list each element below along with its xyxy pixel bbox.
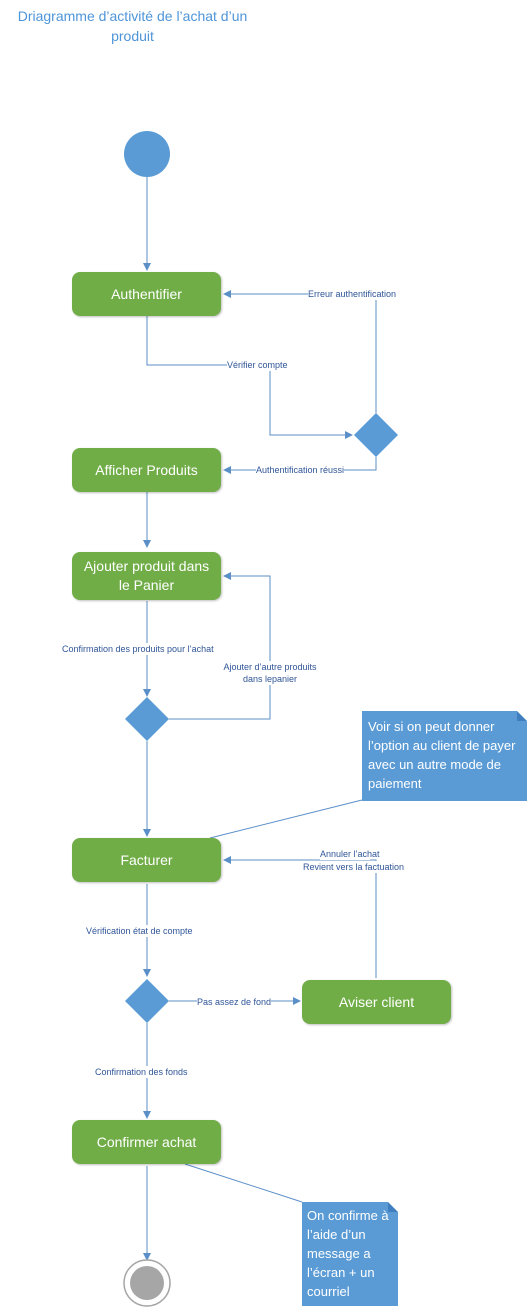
initial-node [124, 131, 170, 177]
note-confirmation: On confirme à l’aide d’un message a l’éc… [302, 1202, 398, 1306]
decision-fonds [125, 979, 169, 1023]
label-ajouter-autre-produits: Ajouter d’autre produits dans lepanier [215, 661, 325, 685]
note-connector-paiement [209, 799, 363, 839]
action-authentifier: Authentifier [72, 272, 221, 316]
edge-verifier-compte [146, 316, 353, 439]
final-node-core [130, 1266, 164, 1300]
label-confirmation-fonds: Confirmation des fonds [95, 1066, 188, 1078]
label-erreur-authentification: Erreur authentification [308, 288, 397, 300]
label-verification-etat: Vérification état de compte [86, 925, 193, 937]
decision-confirmation-produits [125, 697, 169, 741]
diagram-title: Driagramme d’activité de l’achat d’un pr… [17, 8, 248, 44]
action-confirmer-achat: Confirmer achat [72, 1120, 221, 1164]
note-connector-confirmation [184, 1163, 303, 1203]
label-revient-facturation: Revient vers la factuation [303, 861, 405, 873]
action-ajouter-produit: Ajouter produit dans le Panier [72, 552, 221, 600]
label-annuler-achat: Annuler l’achat [320, 848, 380, 860]
note-confirmation-text: On confirme à l’aide d’un message a l’éc… [307, 1208, 389, 1299]
edge-erreur-authentification [223, 290, 377, 413]
action-facturer: Facturer [72, 838, 221, 882]
edge-annuler-achat [223, 856, 377, 978]
decision-authentification [354, 413, 398, 457]
action-afficher-produits: Afficher Produits [72, 448, 221, 492]
note-fold-icon [388, 1202, 398, 1212]
action-aviser-client: Aviser client [302, 980, 451, 1024]
note-paiement: Voir si on peut donner l’option au clien… [362, 711, 527, 801]
label-confirmation-produits: Confirmation des produits pour l’achat [62, 643, 214, 655]
label-authentification-reussi: Authentification réussi [256, 464, 345, 476]
label-pas-assez-fond: Pas assez de fond [197, 996, 272, 1008]
edge-ajouter-autre [169, 572, 271, 720]
label-verifier-compte: Vérifier compte [227, 359, 288, 371]
note-fold-icon [517, 711, 527, 721]
note-paiement-text: Voir si on peut donner l’option au clien… [368, 719, 516, 791]
